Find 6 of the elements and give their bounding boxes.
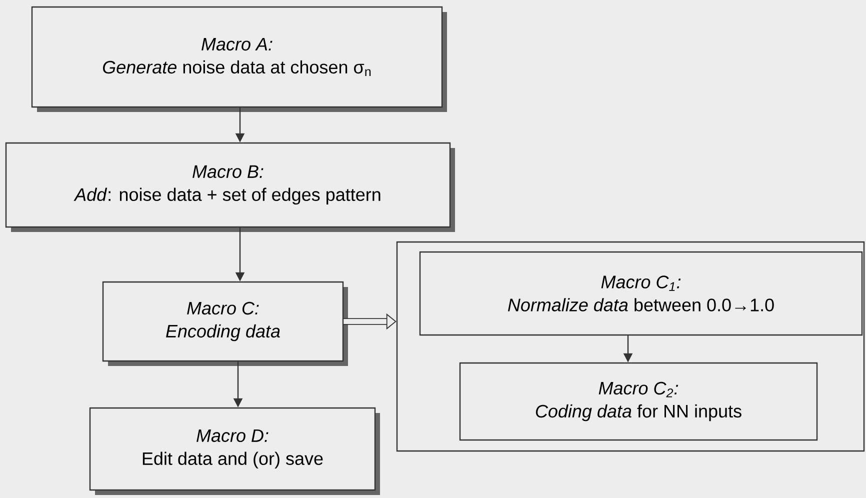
process-box: Macro D: Edit data and (or) save — [89, 407, 380, 495]
process-box: Macro A: Generate noise data at chosen σ$_{n}$ — [31, 6, 447, 112]
process-box: Macro C: Encoding data — [102, 281, 348, 366]
process-box: Macro C$_{1}$: Normalize data between 0.0→1.0 — [419, 251, 863, 336]
process-box: Macro C$_{2}$: Coding data for NN inputs — [459, 362, 818, 441]
process-box: Macro B: Add: noise data + set of edges pattern — [5, 142, 455, 232]
